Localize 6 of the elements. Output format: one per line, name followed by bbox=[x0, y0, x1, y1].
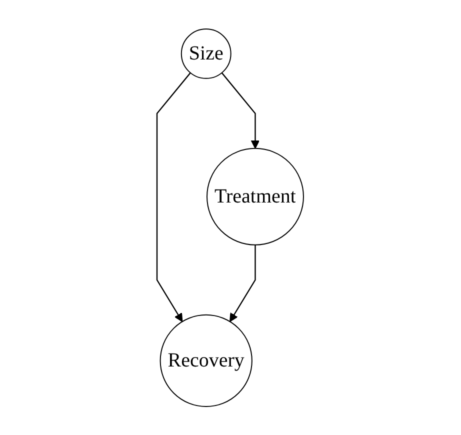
arrow bbox=[230, 244, 256, 322]
arrow bbox=[156, 72, 192, 322]
arrow bbox=[222, 72, 260, 149]
node-circle: Recovery bbox=[160, 314, 253, 407]
node-circle: Size bbox=[181, 28, 232, 79]
node-circle: Treatment bbox=[206, 148, 304, 246]
